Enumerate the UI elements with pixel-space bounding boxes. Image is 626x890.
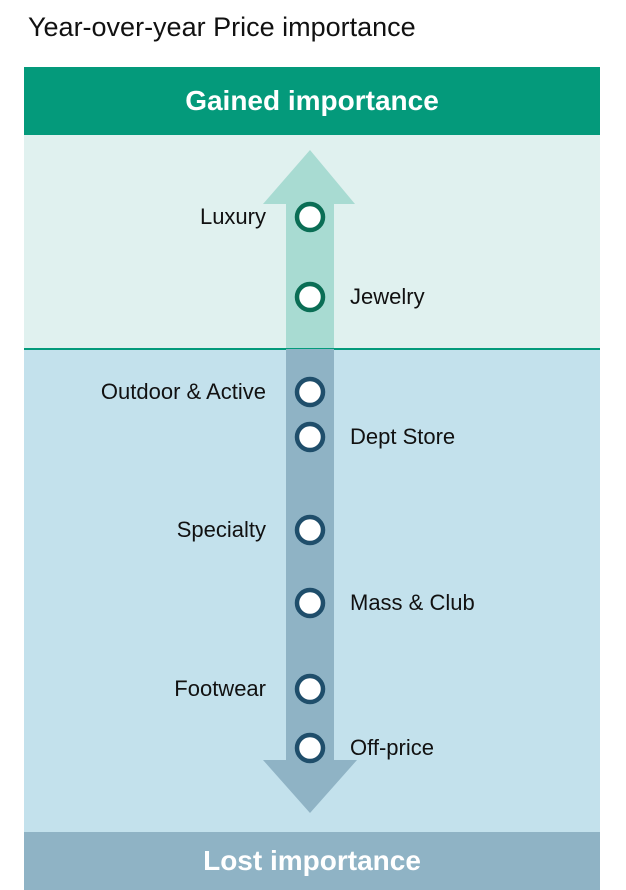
down-arrow-icon [263, 349, 357, 813]
marker-circle [294, 587, 326, 619]
item-label: Specialty [176, 517, 266, 542]
item-label: Mass & Club [350, 590, 475, 615]
item-label: Outdoor & Active [100, 379, 266, 404]
marker-circle [294, 732, 326, 764]
chart-title: Year-over-year Price importance [28, 12, 416, 42]
item-label: Off-price [350, 735, 434, 760]
gained-importance-header: Gained importance [24, 67, 600, 135]
marker-circle [294, 201, 326, 233]
item-label: Jewelry [350, 284, 425, 309]
lost-importance-footer: Lost importance [24, 832, 600, 890]
item-label: Dept Store [350, 424, 456, 449]
marker-circle [294, 281, 326, 313]
item-label: Luxury [199, 204, 266, 229]
marker-circle [294, 376, 326, 408]
item-label: Footwear [174, 676, 266, 701]
marker-circle [294, 421, 326, 453]
up-arrow-icon [263, 150, 355, 348]
marker-circle [294, 514, 326, 546]
marker-circle [294, 673, 326, 705]
